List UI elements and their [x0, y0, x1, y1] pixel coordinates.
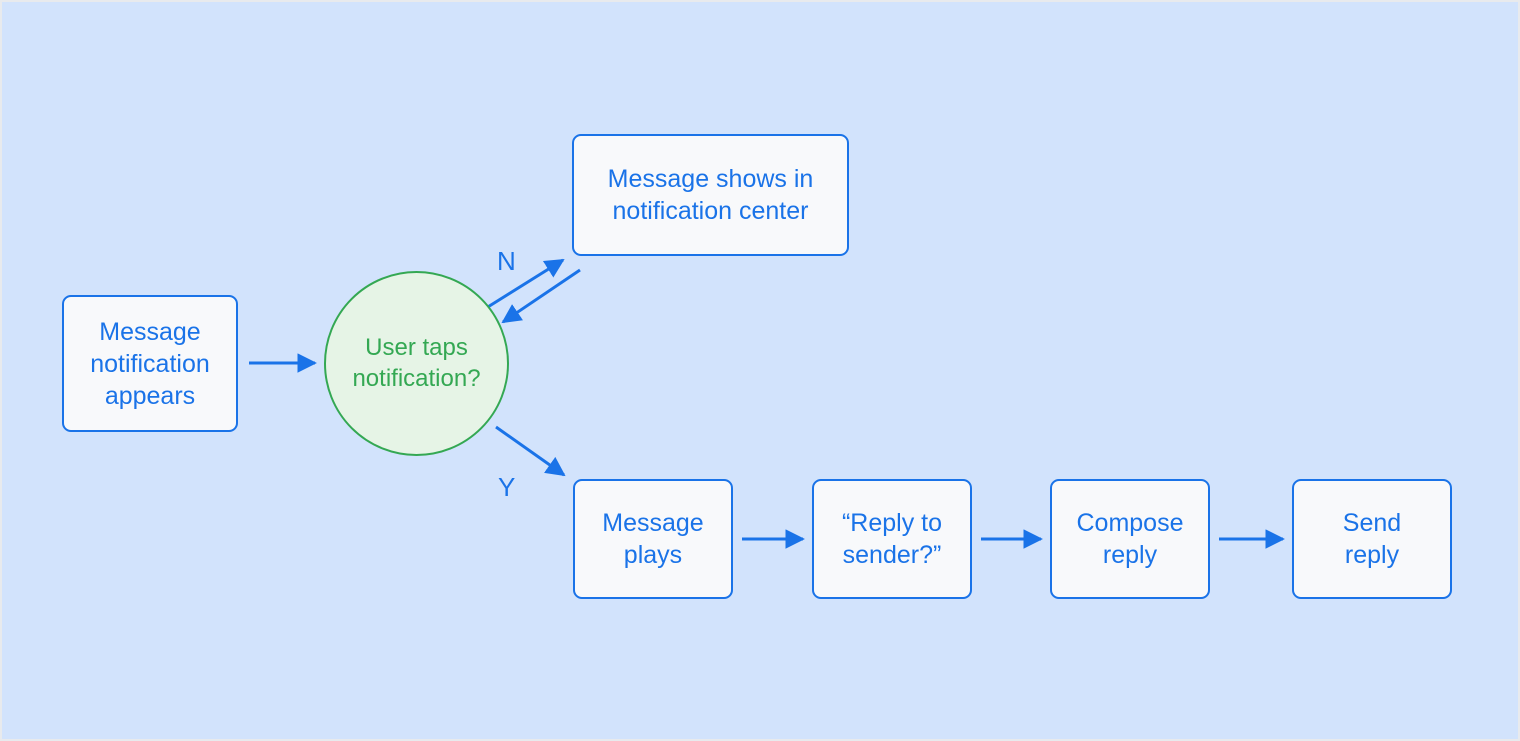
node-message-notification-appears[interactable]: Message notification appears — [62, 295, 238, 432]
node-message-plays[interactable]: Message plays — [573, 479, 733, 599]
edge-label-no: N — [497, 246, 516, 276]
edge-label-yes: Y — [498, 472, 516, 502]
node-message-shows-in-notification-center[interactable]: Message shows in notification center — [572, 134, 849, 256]
edge-notification-center-to-decision — [501, 268, 581, 324]
edge-decision-to-message-plays — [495, 425, 566, 477]
node-reply-to-sender[interactable]: “Reply to sender?” — [812, 479, 972, 599]
node-send-reply[interactable]: Send reply — [1292, 479, 1452, 599]
edge-decision-to-notification-center — [482, 258, 565, 312]
node-compose-reply[interactable]: Compose reply — [1050, 479, 1210, 599]
node-user-taps-notification-decision[interactable]: User taps notification? — [324, 271, 509, 456]
